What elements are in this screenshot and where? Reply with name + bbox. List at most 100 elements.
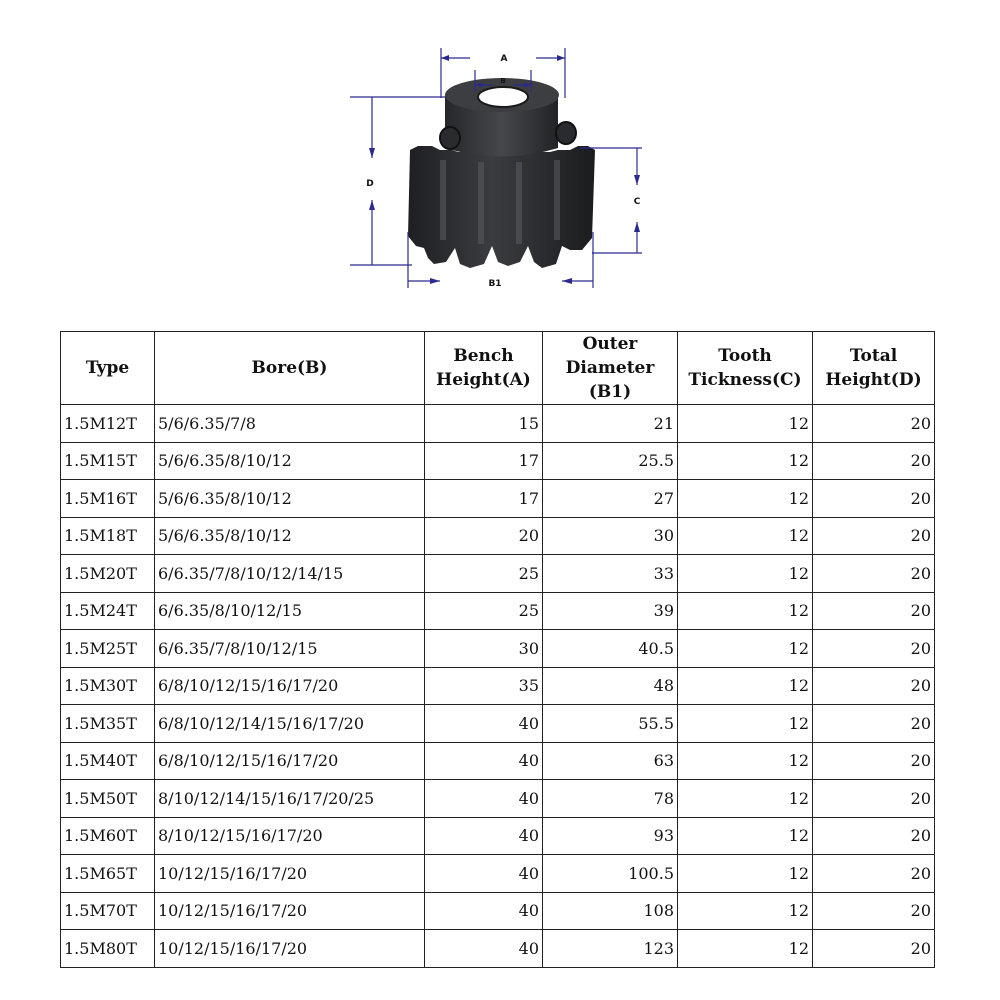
cell-total-height: 20 bbox=[812, 816, 935, 855]
cell-total-height: 20 bbox=[812, 479, 935, 518]
dimension-label-c: C bbox=[634, 197, 641, 207]
dimension-label-b1: B1 bbox=[488, 279, 501, 289]
cell-outer-diameter: 108 bbox=[542, 891, 678, 930]
cell-total-height: 20 bbox=[812, 929, 935, 968]
cell-type: 1.5M50T bbox=[60, 779, 155, 818]
cell-tooth-thickness: 12 bbox=[677, 854, 813, 893]
cell-tooth-thickness: 12 bbox=[677, 629, 813, 668]
cell-bench-height: 25 bbox=[424, 591, 543, 630]
cell-bore: 10/12/15/16/17/20 bbox=[154, 891, 425, 930]
cell-type: 1.5M60T bbox=[60, 816, 155, 855]
cell-bench-height: 40 bbox=[424, 741, 543, 780]
cell-tooth-thickness: 12 bbox=[677, 404, 813, 443]
cell-total-height: 20 bbox=[812, 891, 935, 930]
cell-total-height: 20 bbox=[812, 441, 935, 480]
cell-bench-height: 40 bbox=[424, 816, 543, 855]
cell-type: 1.5M80T bbox=[60, 929, 155, 968]
cell-type: 1.5M18T bbox=[60, 516, 155, 555]
cell-total-height: 20 bbox=[812, 741, 935, 780]
cell-outer-diameter: 39 bbox=[542, 591, 678, 630]
cell-bench-height: 40 bbox=[424, 704, 543, 743]
cell-tooth-thickness: 12 bbox=[677, 666, 813, 705]
cell-total-height: 20 bbox=[812, 854, 935, 893]
table-header-row: Type Bore(B) Bench Height(A) Outer Diame… bbox=[60, 331, 935, 405]
cell-bore: 6/8/10/12/14/15/16/17/20 bbox=[154, 704, 425, 743]
cell-bench-height: 25 bbox=[424, 554, 543, 593]
bore-hole bbox=[477, 86, 529, 108]
cell-type: 1.5M30T bbox=[60, 666, 155, 705]
cell-type: 1.5M12T bbox=[60, 404, 155, 443]
cell-outer-diameter: 55.5 bbox=[542, 704, 678, 743]
cell-tooth-thickness: 12 bbox=[677, 816, 813, 855]
cell-type: 1.5M40T bbox=[60, 741, 155, 780]
dimension-label-b: B bbox=[500, 77, 505, 85]
cell-bench-height: 40 bbox=[424, 854, 543, 893]
header-bench-height: Bench Height(A) bbox=[424, 331, 543, 405]
cell-bore: 8/10/12/14/15/16/17/20/25 bbox=[154, 779, 425, 818]
cell-bench-height: 35 bbox=[424, 666, 543, 705]
cell-type: 1.5M65T bbox=[60, 854, 155, 893]
cell-outer-diameter: 30 bbox=[542, 516, 678, 555]
cell-bore: 5/6/6.35/8/10/12 bbox=[154, 516, 425, 555]
cell-outer-diameter: 100.5 bbox=[542, 854, 678, 893]
cell-outer-diameter: 21 bbox=[542, 404, 678, 443]
cell-total-height: 20 bbox=[812, 629, 935, 668]
dimension-label-a: A bbox=[501, 54, 508, 64]
cell-bore: 6/6.35/7/8/10/12/15 bbox=[154, 629, 425, 668]
cell-tooth-thickness: 12 bbox=[677, 516, 813, 555]
dimension-label-d: D bbox=[366, 179, 373, 189]
cell-total-height: 20 bbox=[812, 554, 935, 593]
cell-type: 1.5M35T bbox=[60, 704, 155, 743]
cell-tooth-thickness: 12 bbox=[677, 554, 813, 593]
cell-tooth-thickness: 12 bbox=[677, 929, 813, 968]
set-screw-left bbox=[439, 126, 461, 150]
cell-bench-height: 15 bbox=[424, 404, 543, 443]
cell-outer-diameter: 63 bbox=[542, 741, 678, 780]
cell-outer-diameter: 93 bbox=[542, 816, 678, 855]
cell-bore: 6/8/10/12/15/16/17/20 bbox=[154, 666, 425, 705]
dimension-arrowheads bbox=[369, 55, 640, 284]
cell-outer-diameter: 48 bbox=[542, 666, 678, 705]
cell-bench-height: 40 bbox=[424, 929, 543, 968]
cell-outer-diameter: 78 bbox=[542, 779, 678, 818]
cell-total-height: 20 bbox=[812, 704, 935, 743]
cell-total-height: 20 bbox=[812, 404, 935, 443]
header-bore: Bore(B) bbox=[154, 331, 425, 405]
cell-total-height: 20 bbox=[812, 666, 935, 705]
cell-tooth-thickness: 12 bbox=[677, 441, 813, 480]
cell-bore: 6/6.35/8/10/12/15 bbox=[154, 591, 425, 630]
cell-tooth-thickness: 12 bbox=[677, 704, 813, 743]
cell-type: 1.5M70T bbox=[60, 891, 155, 930]
cell-total-height: 20 bbox=[812, 779, 935, 818]
cell-outer-diameter: 33 bbox=[542, 554, 678, 593]
header-total-height: Total Height(D) bbox=[812, 331, 935, 405]
cell-bench-height: 40 bbox=[424, 891, 543, 930]
header-tooth-thickness: Tooth Tickness(C) bbox=[677, 331, 813, 405]
tooth-highlights bbox=[440, 160, 560, 244]
gear-dimension-figure: A B D C B1 bbox=[350, 48, 642, 289]
cell-total-height: 20 bbox=[812, 516, 935, 555]
cell-total-height: 20 bbox=[812, 591, 935, 630]
cell-bore: 5/6/6.35/7/8 bbox=[154, 404, 425, 443]
cell-tooth-thickness: 12 bbox=[677, 591, 813, 630]
cell-outer-diameter: 27 bbox=[542, 479, 678, 518]
gear-spec-table: Type Bore(B) Bench Height(A) Outer Diame… bbox=[60, 331, 935, 968]
gear-image bbox=[408, 78, 595, 268]
gear-teeth bbox=[408, 146, 595, 268]
cell-bench-height: 30 bbox=[424, 629, 543, 668]
cell-bore: 10/12/15/16/17/20 bbox=[154, 854, 425, 893]
cell-bore: 5/6/6.35/8/10/12 bbox=[154, 479, 425, 518]
cell-outer-diameter: 25.5 bbox=[542, 441, 678, 480]
